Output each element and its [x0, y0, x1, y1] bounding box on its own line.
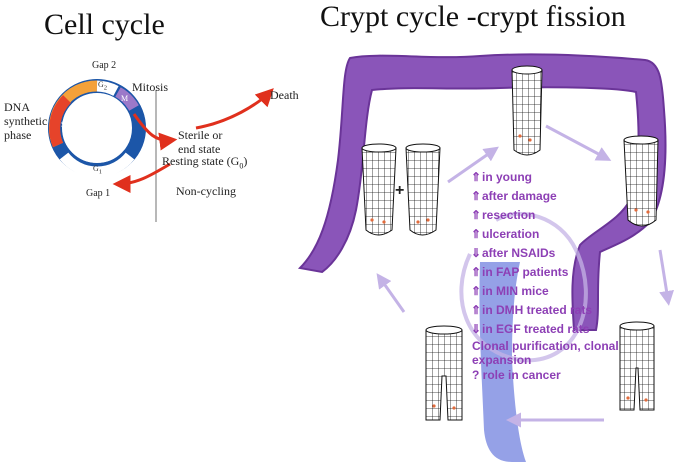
flow-arrow-upleft [376, 273, 406, 313]
up-arrow-icon: ⇑ [470, 227, 482, 241]
gap1-label: Gap 1 [86, 188, 111, 199]
dna-label-3: phase [4, 128, 32, 142]
to-g1-arrow [112, 162, 171, 193]
fact-text: after damage [482, 189, 557, 203]
fact-text: in young [482, 170, 532, 184]
up-arrow-icon: ⇑ [470, 265, 482, 279]
fact-item: ⇓after NSAIDs [470, 244, 592, 263]
fact-text: in MIN mice [482, 284, 549, 298]
flow-arrow-right [545, 124, 612, 161]
gap2-label: Gap 2 [92, 60, 117, 71]
dna-label-2: synthetic [4, 114, 48, 128]
note-clonal: Clonal purification, clonal [472, 339, 619, 353]
fact-text: in DMH treated rats [482, 303, 593, 317]
fact-list: ⇑in young⇑after damage⇑resection⇑ulcerat… [470, 168, 592, 339]
sterile-label-1: Sterile or [178, 128, 223, 142]
down-arrow-icon: ⇓ [470, 246, 482, 260]
note-role: ? role in cancer [472, 368, 561, 382]
colon-band [297, 53, 667, 462]
fact-text: after NSAIDs [482, 246, 556, 260]
resting-label: Resting state (G0) [162, 154, 248, 171]
non-cycling-label: Non-cycling [176, 184, 236, 198]
lower-colon-shape [479, 262, 526, 462]
crypt-top [511, 65, 543, 156]
to-death-arrow [195, 88, 274, 130]
up-arrow-icon: ⇑ [470, 189, 482, 203]
fact-text: resection [482, 208, 536, 222]
fact-text: in EGF treated rats [482, 322, 590, 336]
up-arrow-icon: ⇑ [470, 208, 482, 222]
cell-cycle-title: Cell cycle [44, 8, 165, 41]
cell-cycle-ring [48, 79, 146, 178]
fact-item: ⇓in EGF treated rats [470, 320, 592, 339]
g2-phase-label: G2 [98, 80, 108, 92]
colon-shape [297, 53, 667, 331]
fact-item: ⇑in DMH treated rats [470, 301, 592, 320]
fact-item: ⇑in young [470, 168, 592, 187]
m-phase-label: M [121, 94, 129, 103]
down-arrow-icon: ⇓ [470, 322, 482, 336]
fact-item: ⇑in MIN mice [470, 282, 592, 301]
up-arrow-icon: ⇑ [470, 170, 482, 184]
flow-arrow-up [447, 146, 499, 184]
g1-arc [59, 152, 135, 178]
dna-label-1: DNA [4, 100, 30, 114]
fact-item: ⇑after damage [470, 187, 592, 206]
death-label: Death [270, 88, 299, 102]
note-expansion: expansion [472, 353, 532, 367]
crypt-bottom-left [425, 325, 463, 421]
crypt-right [623, 135, 659, 227]
crypt-left-b [405, 143, 441, 236]
central-cycle-arrow [459, 211, 588, 363]
fact-item: ⇑resection [470, 206, 592, 225]
plus-sign: + [395, 182, 405, 199]
to-sterile-arrow [132, 113, 178, 151]
fact-item: ⇑in FAP patients [470, 263, 592, 282]
fact-text: in FAP patients [482, 265, 569, 279]
fact-text: ulceration [482, 227, 540, 241]
flow-arrow-down [658, 249, 674, 306]
s-phase-label: S [61, 120, 66, 129]
g2-arc [96, 80, 119, 96]
crypt-cycle-title: Crypt cycle -crypt fission [320, 0, 626, 33]
cell-cycle-red-arrows [112, 88, 274, 193]
up-arrow-icon: ⇑ [470, 303, 482, 317]
sterile-label-2: end state [178, 142, 221, 156]
mitosis-label: Mitosis [132, 80, 169, 94]
crypt-flow-arrows [376, 124, 674, 428]
fact-item: ⇑ulceration [470, 225, 592, 244]
up-arrow-icon: ⇑ [470, 284, 482, 298]
crypt-bottom-right [619, 321, 655, 411]
crypt-left-a [361, 143, 397, 236]
mitosis-arc [115, 87, 139, 111]
g1-phase-label: G1 [93, 164, 103, 176]
